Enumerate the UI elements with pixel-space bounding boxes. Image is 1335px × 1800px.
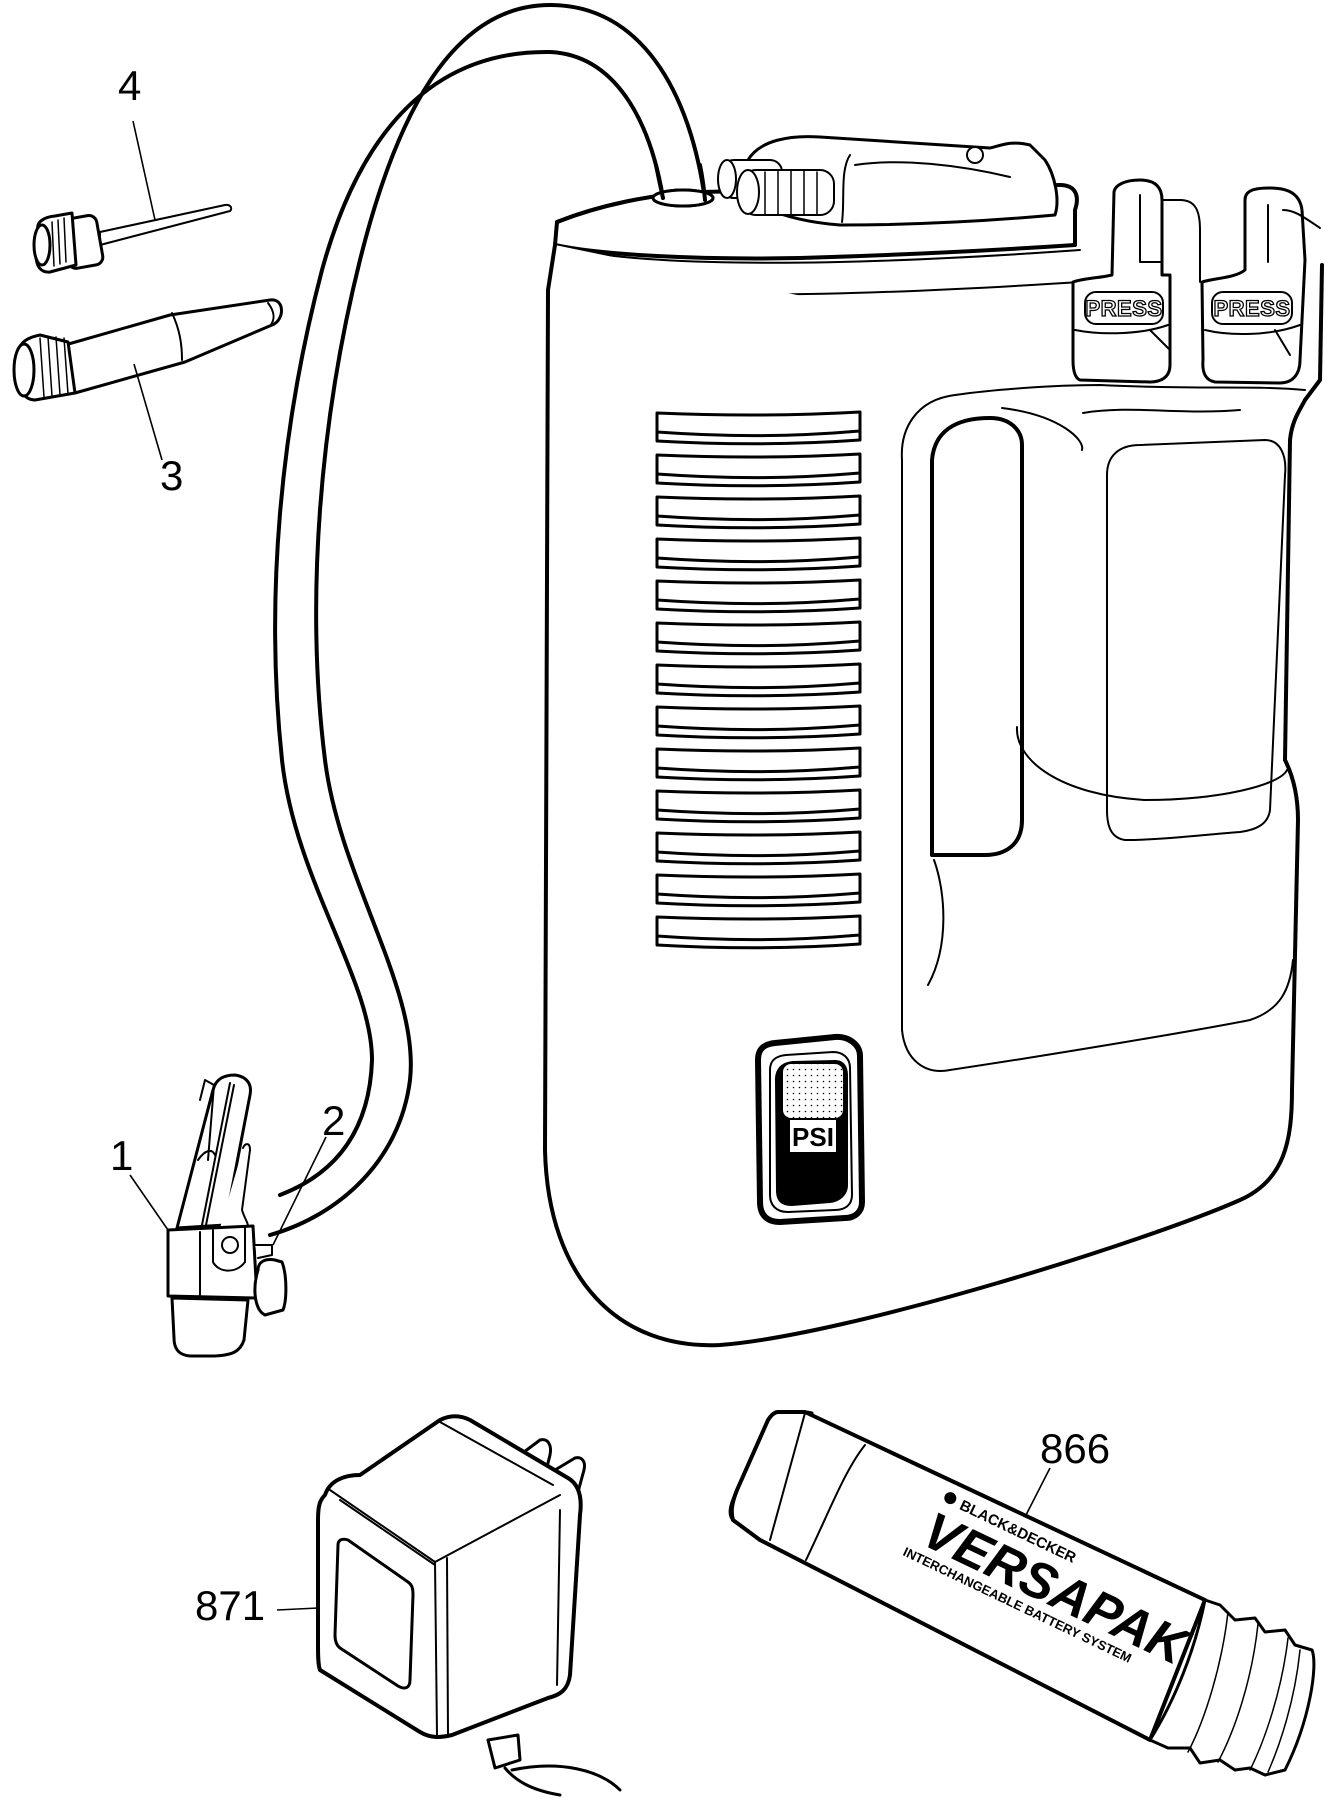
top-fitting: [717, 135, 1059, 227]
callout-label-3: 3: [160, 452, 183, 499]
nozzle-adapter: [12, 298, 283, 402]
callout-label-1: 1: [110, 1132, 133, 1179]
air-hose: [268, 3, 707, 1237]
vent-slat: [655, 494, 862, 530]
release-button-right[interactable]: PRESS: [1200, 186, 1321, 385]
grip-pad: [1106, 439, 1287, 841]
vent-slat: [655, 662, 862, 698]
psi-label: PSI: [792, 1122, 834, 1152]
callout-866: 866: [1024, 1425, 1110, 1518]
vent-slat: [655, 578, 862, 614]
callout-3: 3: [133, 363, 183, 499]
callout-2: 2: [272, 1097, 345, 1246]
callout-1: 1: [110, 1132, 169, 1231]
vent-slat: [655, 872, 862, 908]
handle: [900, 384, 1306, 1072]
vent-slat: [655, 410, 862, 446]
vent-slat: [655, 788, 862, 824]
vent-grille: [655, 410, 862, 950]
vent-slat: [655, 704, 862, 740]
callout-label-871: 871: [195, 1582, 265, 1629]
press-label-right: PRESS: [1213, 296, 1290, 321]
vent-slat: [655, 620, 862, 656]
callout-label-4: 4: [118, 62, 141, 109]
inflation-needle: [32, 203, 233, 274]
vent-slat: [655, 914, 862, 950]
threaded-stem: [717, 159, 835, 216]
vent-slat: [655, 830, 862, 866]
battery-pack-866: BLACK&DECKER VERSAPAK INTERCHANGEABLE BA…: [728, 1410, 1316, 1777]
brand-logo-icon: [944, 1492, 957, 1505]
callout-label-866: 866: [1040, 1425, 1110, 1472]
press-label-left: PRESS: [1085, 296, 1162, 321]
pressure-gauge: PSI: [754, 1033, 866, 1226]
release-button-left[interactable]: PRESS: [1071, 178, 1201, 384]
vent-slat: [655, 452, 862, 488]
callout-871: 871: [195, 1582, 319, 1629]
charger-871: [316, 1414, 622, 1797]
air-hose-top: [654, 163, 707, 202]
callout-label-2: 2: [322, 1097, 345, 1144]
inflator-chuck: [166, 1073, 288, 1358]
press-label-badge: [1211, 291, 1293, 325]
vent-slat: [655, 746, 862, 782]
callout-4: 4: [118, 62, 156, 221]
press-label-badge: [1084, 291, 1164, 325]
vent-slat: [655, 536, 862, 572]
